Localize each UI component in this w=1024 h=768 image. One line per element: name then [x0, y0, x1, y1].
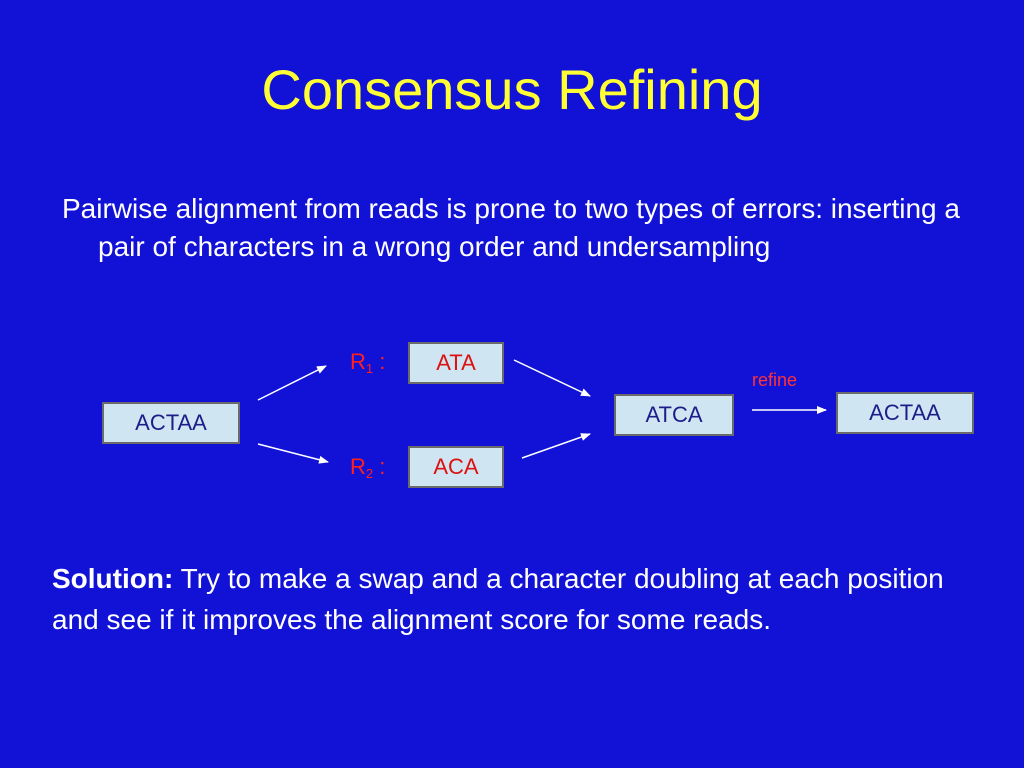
consensus-box: ATCA [614, 394, 734, 436]
source-sequence-box: ACTAA [102, 402, 240, 444]
arrow-r1-to-consensus [513, 359, 591, 397]
solution-paragraph: Solution: Try to make a swap and a chara… [52, 558, 982, 640]
r2-label: R2 : [350, 454, 386, 481]
r2-read-box: ACA [408, 446, 504, 488]
refined-result-box: ACTAA [836, 392, 974, 434]
solution-text: Try to make a swap and a character doubl… [52, 563, 944, 635]
arrow-source-to-r2 [257, 443, 329, 464]
arrow-source-to-r1 [257, 365, 327, 401]
r1-read-box: ATA [408, 342, 504, 384]
slide-title: Consensus Refining [261, 58, 763, 121]
r1-label: R1 : [350, 349, 386, 376]
arrow-r2-to-consensus [521, 433, 591, 459]
refine-label: refine [752, 370, 798, 390]
body-paragraph: Pairwise alignment from reads is prone t… [62, 193, 960, 262]
solution-label: Solution: [52, 563, 174, 594]
